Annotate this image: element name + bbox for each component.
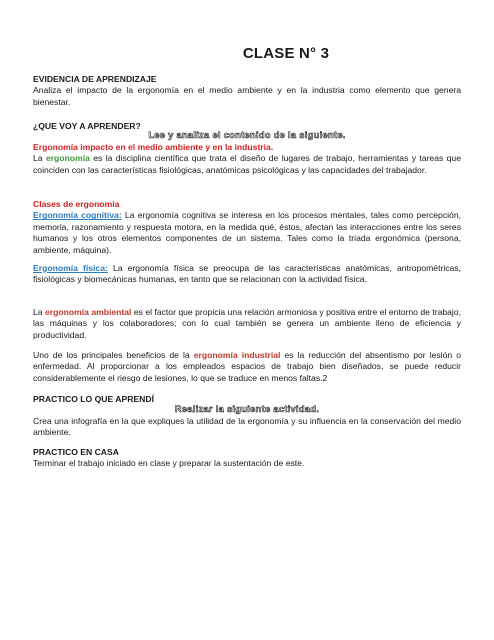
fisica-paragraph: Ergonomía física: La ergonomía física se… [33,263,461,286]
fisica-section: Ergonomía física: La ergonomía física se… [33,263,461,286]
casa-heading: PRACTICO EN CASA [33,447,119,457]
text-span: La [33,153,46,164]
text-span: La ergonomía física se preocupa de las c… [33,263,462,285]
evidencia-section: EVIDENCIA DE APRENDIZAJE Analiza el impa… [33,74,461,108]
text-span: La [33,307,45,317]
industrial-paragraph: Uno de los principales beneficios de la … [33,350,461,384]
que-voy-heading: ¿QUE VOY A APRENDER? [33,121,141,131]
que-voy-instruction: Lee y analiza el contenido de la siguien… [148,130,346,141]
text-span: es la reducción del absentismo por lesió… [33,350,461,383]
casa-text: Terminar el trabajo iniciado en clase y … [33,458,305,469]
que-voy-paragraph: La ergonomía es la disciplina científica… [33,153,461,176]
practico-text: Crea una infografía en la que expliques … [33,415,461,438]
cognitiva-term: Ergonomía cognitiva: [33,210,122,221]
ambiental-term: ergonomía ambiental [44,307,132,317]
practico-instruction: Realizar la siguiente actividad. [174,404,320,415]
cognitiva-paragraph: Ergonomía cognitiva: La ergonomía cognit… [33,210,461,256]
practico-heading: PRACTICO LO QUE APRENDÍ [33,394,154,404]
ergonomia-term: ergonomía [45,153,90,164]
practico-section: PRACTICO LO QUE APRENDÍ Realizar la sigu… [33,394,461,439]
industrial-section: Uno de los principales beneficios de la … [33,350,461,384]
industrial-term: ergonomía industrial [193,350,281,360]
text-span: es la disciplina científica que trata el… [33,153,461,175]
fisica-term: Ergonomía física: [33,263,108,273]
que-voy-subtitle: Ergonomía impacto en el medio ambiente y… [33,141,274,152]
clases-section: Clases de ergonomía Ergonomía cognitiva:… [33,199,461,256]
page-title-text: CLASE N° 3 [242,45,330,62]
evidencia-text: Analiza el impacto de la ergonomía en el… [33,85,461,107]
ambiental-paragraph: La ergonomía ambiental es el factor que … [33,307,461,341]
text-span: La ergonomía cognitiva se interesa en lo… [33,210,461,255]
que-voy-section: ¿QUE VOY A APRENDER? Lee y analiza el co… [33,121,461,176]
clases-heading: Clases de ergonomía [33,199,120,209]
text-span: Uno de los principales beneficios de la [33,350,194,360]
casa-section: PRACTICO EN CASA Terminar el trabajo ini… [33,447,461,470]
ambiental-section: La ergonomía ambiental es el factor que … [33,307,461,341]
text-span: es el factor que propicia una relación a… [33,307,461,340]
page-title: CLASE N° 3 [0,45,494,62]
evidencia-heading: EVIDENCIA DE APRENDIZAJE [33,74,157,84]
